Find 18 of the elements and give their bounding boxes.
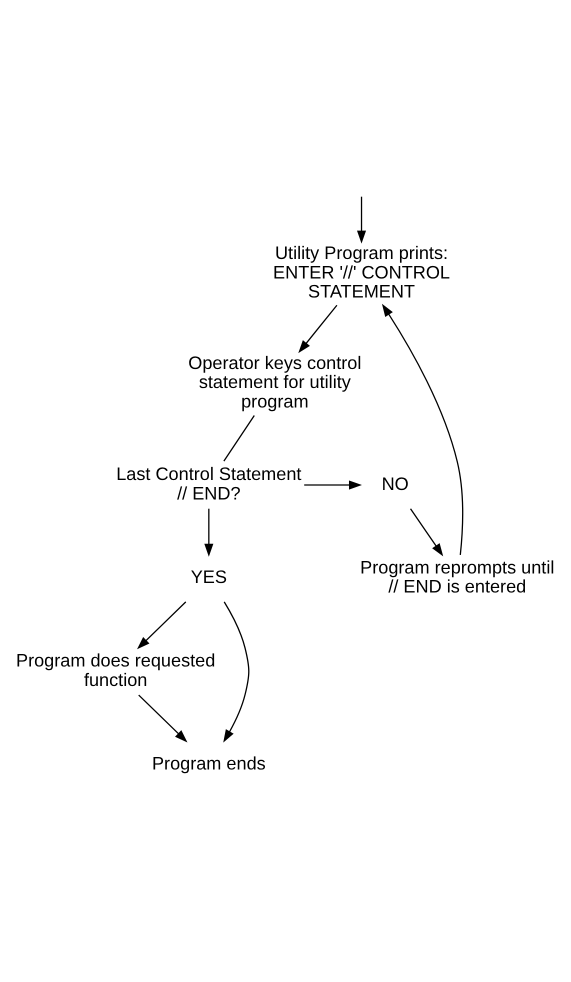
node-text: YES (190, 566, 227, 586)
arrow (137, 600, 186, 649)
node-text: NO (382, 473, 409, 494)
arrow (138, 694, 188, 742)
connector (223, 414, 255, 462)
node-text: Program ends (152, 752, 266, 773)
node-text: Utility Program prints: ENTER '//' CONTROL STATEMENT (273, 242, 450, 302)
arrow (382, 303, 464, 554)
node-text: Last Control Statement // END? (116, 464, 302, 504)
arrow (298, 304, 338, 353)
arrow (304, 480, 362, 490)
arrow (410, 508, 444, 556)
arrow (204, 508, 214, 556)
node-text: Program reprompts until // END is entered (360, 556, 554, 596)
arrow (356, 196, 366, 244)
node-text: Operator keys control statement for utility program (188, 352, 362, 412)
node-text: Program does requested function (16, 650, 216, 690)
arrow (223, 601, 250, 742)
